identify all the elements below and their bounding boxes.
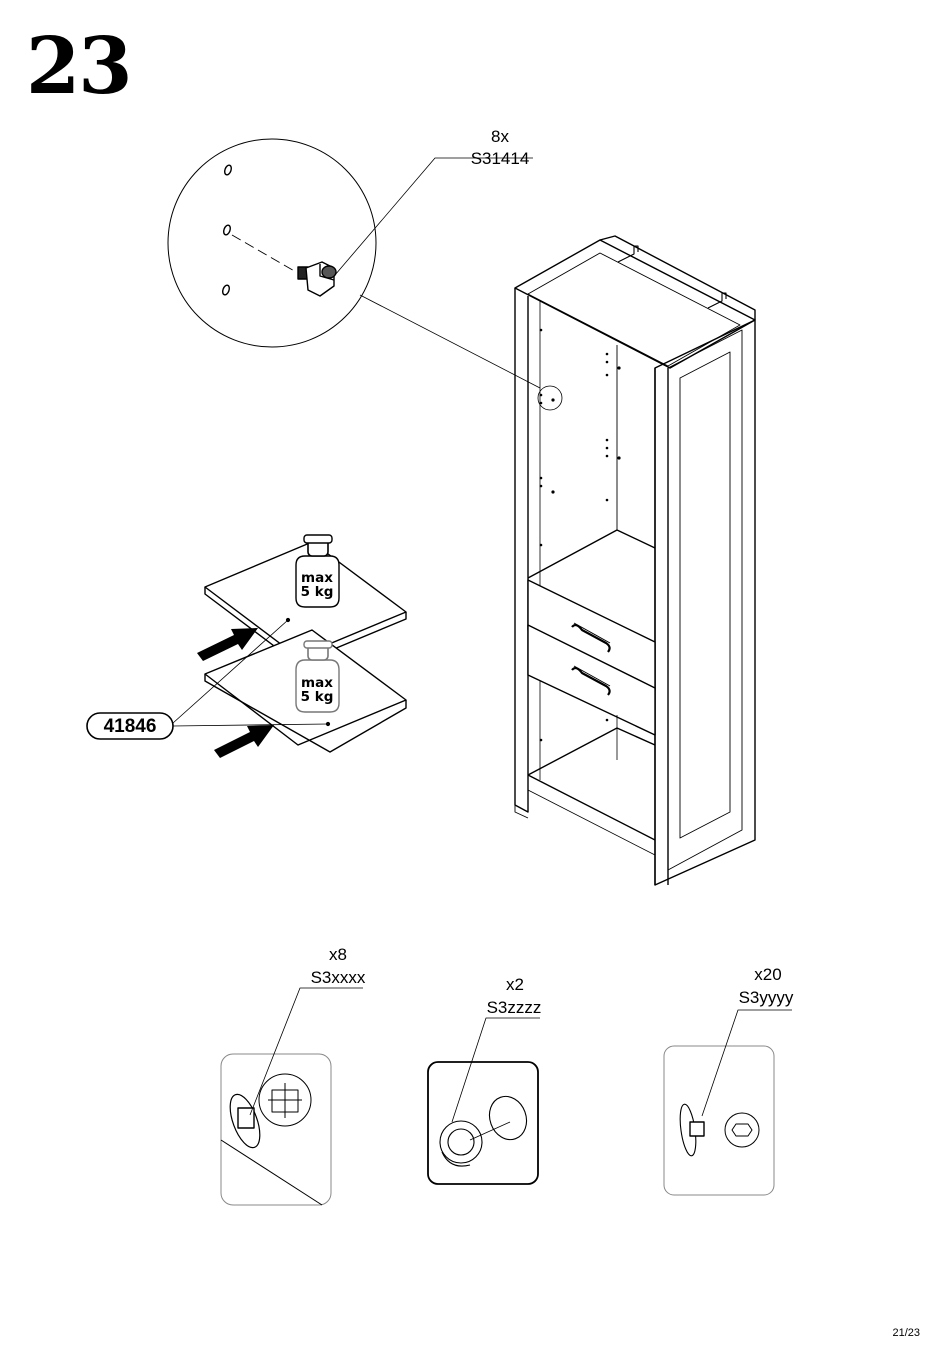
fitting-box-cover-cap (427, 1017, 540, 1185)
insert-arrow-upper-icon (197, 628, 258, 661)
shelf-support-pin-icon (297, 261, 337, 297)
weight-lower-icon (295, 640, 340, 713)
fitting-box-dowel (663, 1009, 792, 1196)
detail-magnifier (167, 138, 541, 389)
weight-upper-line1: max (301, 570, 333, 586)
part-code-41846: 41846 (104, 716, 157, 737)
fitting-2-code: S3zzzz (486, 998, 542, 1017)
weight-lower-line1: max (301, 675, 333, 691)
insert-arrow-lower-icon (214, 725, 274, 758)
fitting-1-code: S3xxxx (310, 968, 366, 987)
fitting-1-quantity: x8 (329, 945, 347, 964)
fitting-2-quantity: x2 (506, 975, 524, 994)
shelf-support-quantity: 8x (491, 127, 509, 146)
page-number: 21/23 (892, 1327, 920, 1339)
part-label-41846 (86, 617, 331, 740)
leader-line-s31414 (334, 157, 533, 276)
fitting-3-quantity: x20 (754, 965, 782, 984)
fitting-3-code: S3yyyy (738, 988, 794, 1007)
weight-upper-icon (295, 534, 340, 608)
shelf-support-code: S31414 (470, 149, 530, 168)
weight-lower-line2: 5 kg (301, 689, 334, 705)
cabinet-illustration (514, 235, 756, 886)
fitting-box-cam-lock (220, 987, 363, 1206)
step-number: 23 (26, 21, 133, 112)
weight-upper-line2: 5 kg (301, 584, 334, 600)
